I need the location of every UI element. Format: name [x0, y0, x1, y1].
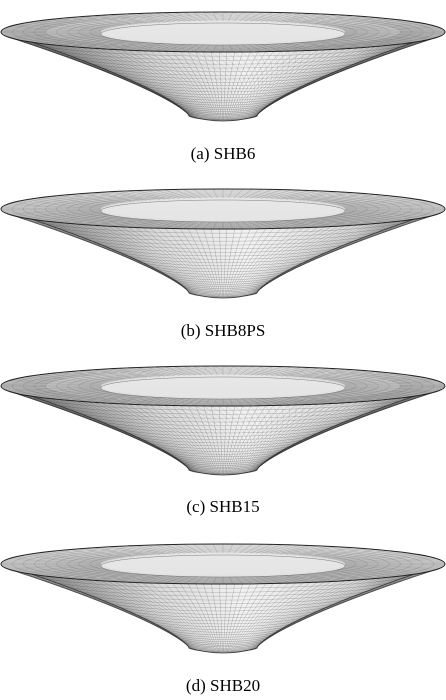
cup-mesh-d [0, 543, 446, 654]
caption-d: (d) SHB20 [185, 676, 261, 695]
caption-a: (a) SHB6 [190, 144, 256, 163]
cup-mesh-b [0, 188, 446, 299]
caption-c: (c) SHB15 [186, 497, 260, 516]
panel-a [0, 8, 446, 130]
caption-b: (b) SHB8PS [180, 321, 266, 340]
panel-d [0, 540, 446, 662]
cup-mesh-a [0, 11, 446, 122]
panel-b [0, 185, 446, 307]
panel-c [0, 362, 446, 484]
cup-mesh-c [0, 365, 446, 476]
